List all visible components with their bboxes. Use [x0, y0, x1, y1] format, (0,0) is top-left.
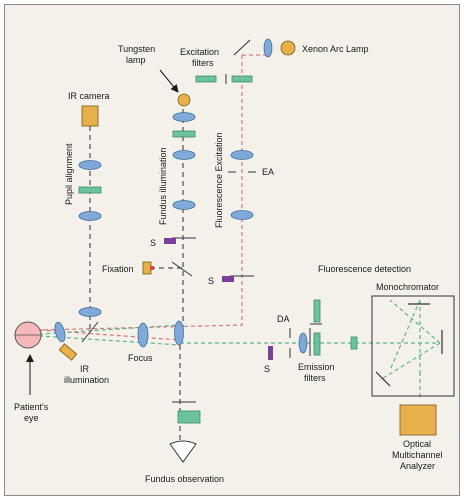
- label-monochromator: Monochromator: [376, 282, 439, 292]
- xenon-lamp-lens: [263, 38, 273, 58]
- pupil-filter: [78, 186, 102, 194]
- excitation-mirror: [233, 39, 251, 56]
- pupil-lens-2: [78, 211, 102, 221]
- label-tungsten-lamp-1: Tungsten: [118, 44, 155, 54]
- xenon-arc-lamp: [280, 40, 296, 56]
- fundus-filter: [172, 130, 196, 138]
- monochromator-box: [371, 295, 455, 397]
- label-ir-camera: IR camera: [68, 91, 110, 101]
- label-pupil-alignment: Pupil alignment: [64, 143, 74, 205]
- label-optical-analyzer-1: Optical: [403, 439, 431, 449]
- label-excitation-filters-2: filters: [192, 58, 214, 68]
- label-patients-eye-2: eye: [24, 413, 39, 423]
- label-fundus-observation: Fundus observation: [145, 474, 224, 484]
- label-fluorescence-detection: Fluorescence detection: [318, 264, 411, 274]
- focus-lens: [137, 322, 149, 348]
- fundus-lens-1: [172, 112, 196, 122]
- pupil-beam-splitter: [81, 321, 99, 343]
- observation-filter: [177, 410, 201, 424]
- ir-illumination-source: [58, 343, 78, 361]
- observation-eyepiece: [169, 440, 197, 463]
- label-emission-filters-2: filters: [304, 373, 326, 383]
- pupil-lens-3: [78, 307, 102, 317]
- tungsten-lamp-bulb: [177, 93, 191, 107]
- detection-lens: [298, 332, 308, 354]
- label-patients-eye-1: Patient's: [14, 402, 49, 412]
- fixation-source: [142, 261, 154, 275]
- detection-shutter: [268, 346, 273, 360]
- label-s-fundus: S: [150, 238, 156, 248]
- emission-filter-upper: [313, 299, 321, 323]
- label-ea: EA: [262, 167, 274, 177]
- ir-camera: [81, 105, 99, 127]
- label-ir-illumination-2: illumination: [64, 375, 109, 385]
- monochromator-mirror-left: [375, 371, 391, 387]
- label-emission-filters-1: Emission: [298, 362, 335, 372]
- tungsten-arrow: [159, 69, 179, 93]
- label-xenon-lamp: Xenon Arc Lamp: [302, 44, 369, 54]
- objective-lens: [54, 321, 66, 343]
- pupil-lens-1: [78, 160, 102, 170]
- optical-axes: [89, 100, 184, 440]
- label-optical-analyzer-3: Analyzer: [400, 461, 435, 471]
- excitation-filter-2: [231, 75, 253, 83]
- label-ir-illumination-1: IR: [80, 364, 90, 374]
- label-s-excitation: S: [208, 276, 214, 286]
- excitation-lens-1: [230, 150, 254, 160]
- excitation-lens-2: [230, 210, 254, 220]
- fundus-lens-4: [174, 320, 184, 346]
- fundus-lens-3: [172, 200, 196, 210]
- label-focus: Focus: [128, 353, 153, 363]
- label-fluorescence-excitation: Fluorescence Excitation: [214, 132, 224, 228]
- label-excitation-filters-1: Excitation: [180, 47, 219, 57]
- fundus-lens-2: [172, 150, 196, 160]
- emission-filter-lower: [313, 332, 321, 356]
- excitation-filter-1: [195, 75, 217, 83]
- diagram-frame: [4, 4, 460, 496]
- label-optical-analyzer-2: Multichannel: [392, 450, 443, 460]
- excitation-shutter: [222, 276, 234, 282]
- label-fixation: Fixation: [102, 264, 134, 274]
- label-fundus-illumination: Fundus illumination: [158, 147, 168, 225]
- label-s-detection: S: [264, 364, 270, 374]
- fixation-mirror: [171, 261, 193, 277]
- detection-filter: [350, 336, 358, 350]
- label-da: DA: [277, 314, 290, 324]
- optical-multichannel-analyzer: [399, 404, 437, 436]
- fundus-shutter: [164, 238, 176, 244]
- label-tungsten-lamp-2: lamp: [126, 55, 146, 65]
- patient-eye: [14, 321, 42, 349]
